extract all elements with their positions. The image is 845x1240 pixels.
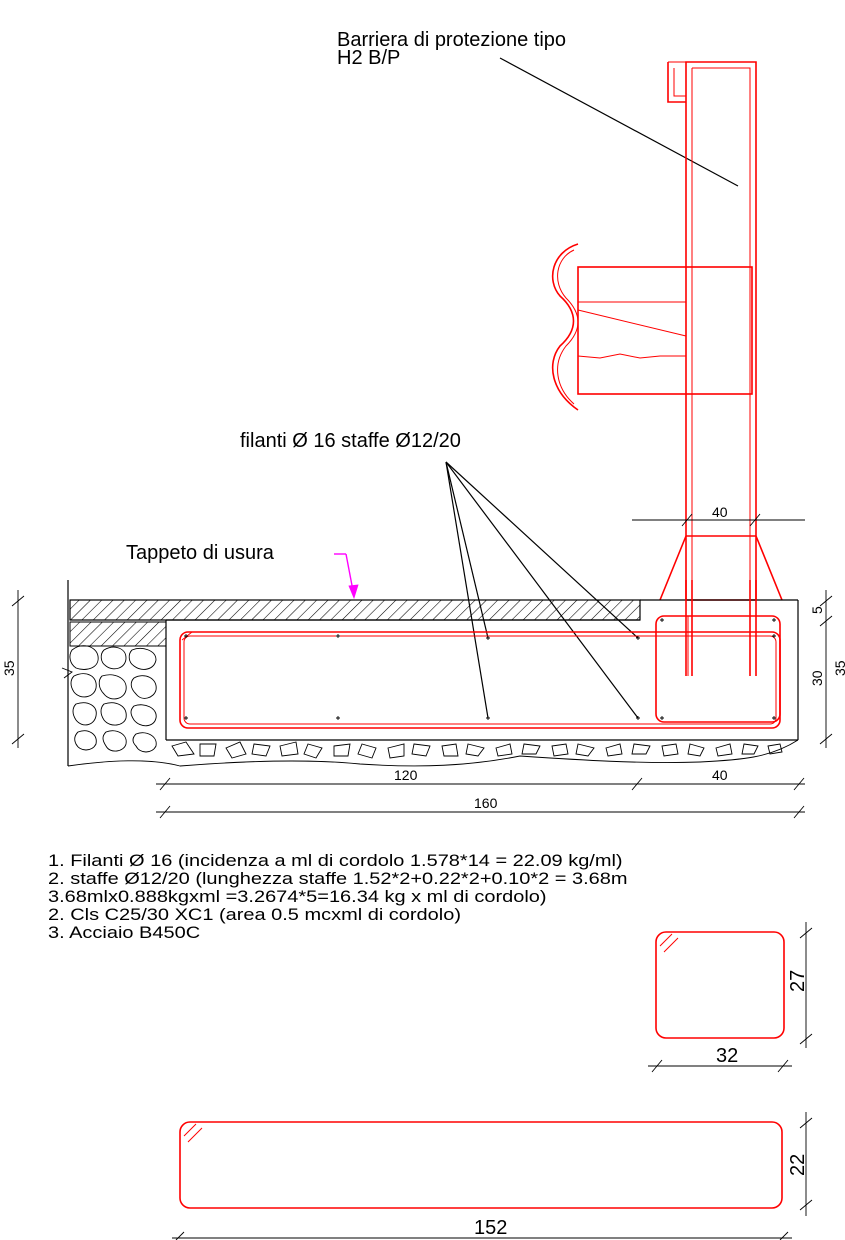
wear-layer-leader [334,553,359,600]
stirrup-detail-large: 22 152 [172,1112,813,1240]
gravel-fill [61,645,157,753]
dim-35-left-label: 35 [1,660,17,676]
concrete-section [67,580,799,766]
dim-30-label: 30 [809,670,825,686]
dim-35-right-label: 35 [832,660,845,676]
longitudinal-bars [184,618,776,720]
wear-layer-label: Tappeto di usura [126,542,275,564]
stirrup-detail-small: 27 32 [648,922,813,1073]
wear-layer [69,599,641,621]
dim-35-left: 35 [1,590,25,748]
dim-160-label: 160 [474,795,498,811]
dim-120-label: 120 [394,767,418,783]
rebar-label: filanti Ø 16 staffe Ø12/20 [240,430,461,452]
note-4: 2. Cls C25/30 XC1 (area 0.5 mcxml di cor… [48,905,461,924]
post-base [659,535,783,601]
dim-40-top: 40 [632,504,805,527]
dim-22-label: 22 [787,1154,809,1176]
dim-40-bottom-label: 40 [712,767,728,783]
dim-32-label: 32 [716,1045,738,1067]
dim-40-top-label: 40 [712,504,728,520]
dim-5-label: 5 [809,606,825,614]
dim-152-label: 152 [474,1217,507,1239]
barrier-label-line2: H2 B/P [337,47,400,69]
rebar-leaders [445,461,639,719]
note-2: 2. staffe Ø12/20 (lunghezza staffe 1.52*… [48,869,628,888]
dim-27-label: 27 [787,970,809,992]
note-3: 3.68mlx0.888kgxml =3.2674*5=16.34 kg x m… [48,887,547,906]
barrier-label-line1: Barriera di protezione tipo [337,29,566,51]
dim-right: 5 30 35 [809,590,845,748]
notes-list: 1. Filanti Ø 16 (incidenza a ml di cordo… [48,851,628,942]
subbase-hatch [69,621,167,647]
rebar-cage-slab [179,631,781,729]
note-1: 1. Filanti Ø 16 (incidenza a ml di cordo… [48,851,623,870]
note-5: 3. Acciaio B450C [48,923,200,942]
guardrail-beam [551,243,753,411]
gravel-base [67,739,799,767]
dim-bottom: 120 40 160 [156,767,805,819]
rebar-cage-curb [655,580,781,723]
barrier-leader-line [499,57,739,187]
